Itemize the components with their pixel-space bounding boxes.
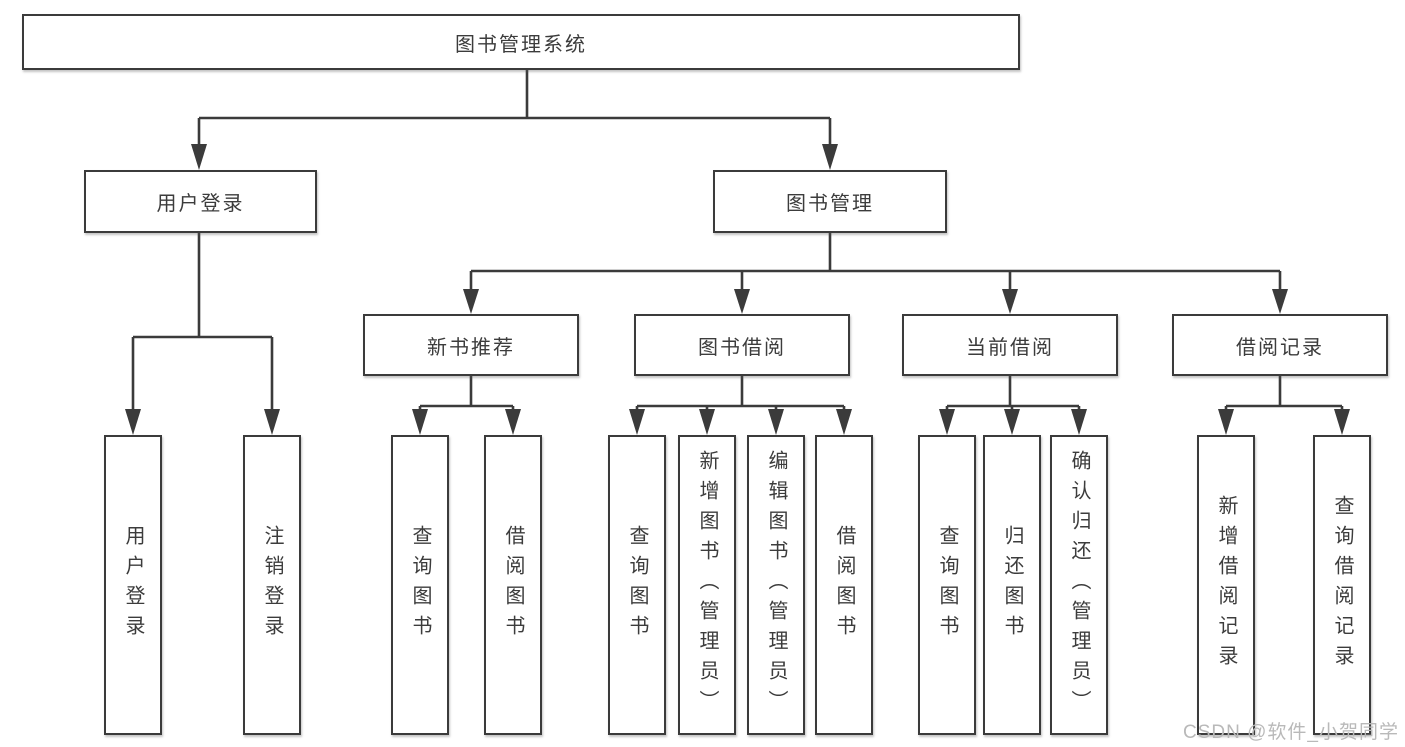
leaf-user-login: 用户登录 [104,435,162,735]
node-current-borrowing-label: 当前借阅 [966,336,1054,359]
leaf-recommend-borrow-books-label: 借阅图书 [502,525,524,645]
node-new-book-recommend-label: 新书推荐 [427,336,515,359]
leaf-logout-label: 注销登录 [261,525,283,645]
node-book-management: 图书管理 [713,170,947,233]
node-book-borrowing-label: 图书借阅 [698,336,786,359]
leaf-borrowing-borrow-books: 借阅图书 [815,435,873,735]
node-user-login: 用户登录 [84,170,317,233]
leaf-current-query-books-label: 查询图书 [936,525,958,645]
node-root-label: 图书管理系统 [455,33,587,56]
leaf-records-add-record-label: 新增借阅记录 [1215,495,1237,675]
leaf-recommend-query-books: 查询图书 [391,435,449,735]
leaf-borrowing-query-books-label: 查询图书 [626,525,648,645]
leaf-current-return-books: 归还图书 [983,435,1041,735]
connector-root-to-level2 [191,70,838,170]
node-book-management-label: 图书管理 [786,193,874,215]
leaf-logout: 注销登录 [243,435,301,735]
leaf-borrowing-query-books: 查询图书 [608,435,666,735]
node-root: 图书管理系统 [22,14,1020,70]
connector-book-management-sections [463,233,1288,314]
node-current-borrowing: 当前借阅 [902,314,1118,376]
leaf-recommend-query-books-label: 查询图书 [409,525,431,645]
node-book-borrowing: 图书借阅 [634,314,850,376]
leaf-records-query-record-label: 查询借阅记录 [1331,495,1353,675]
leaf-user-login-label: 用户登录 [122,525,144,645]
connector-borrowing-records-children [1218,376,1350,435]
leaf-borrowing-borrow-books-label: 借阅图书 [833,525,855,645]
leaf-current-return-books-label: 归还图书 [1001,525,1023,645]
leaf-records-query-record: 查询借阅记录 [1313,435,1371,735]
connector-user-login-children [125,233,280,435]
connector-current-borrowing-children [939,376,1087,435]
leaf-borrowing-edit-books-admin-label: 编辑图书（管理员） [765,450,787,720]
leaf-current-query-books: 查询图书 [918,435,976,735]
connector-book-borrowing-children [629,376,852,435]
connector-new-book-recommend-children [412,376,521,435]
leaf-records-add-record: 新增借阅记录 [1197,435,1255,735]
node-new-book-recommend: 新书推荐 [363,314,579,376]
node-borrowing-records: 借阅记录 [1172,314,1388,376]
leaf-borrowing-edit-books-admin: 编辑图书（管理员） [747,435,805,735]
leaf-borrowing-add-books-admin-label: 新增图书（管理员） [696,450,718,720]
leaf-current-confirm-return-admin-label: 确认归还（管理员） [1068,450,1090,720]
leaf-borrowing-add-books-admin: 新增图书（管理员） [678,435,736,735]
leaf-recommend-borrow-books: 借阅图书 [484,435,542,735]
leaf-current-confirm-return-admin: 确认归还（管理员） [1050,435,1108,735]
node-user-login-label: 用户登录 [156,193,245,215]
csdn-watermark: CSDN @软件_小贺同学 [1183,722,1399,743]
node-borrowing-records-label: 借阅记录 [1236,336,1324,359]
